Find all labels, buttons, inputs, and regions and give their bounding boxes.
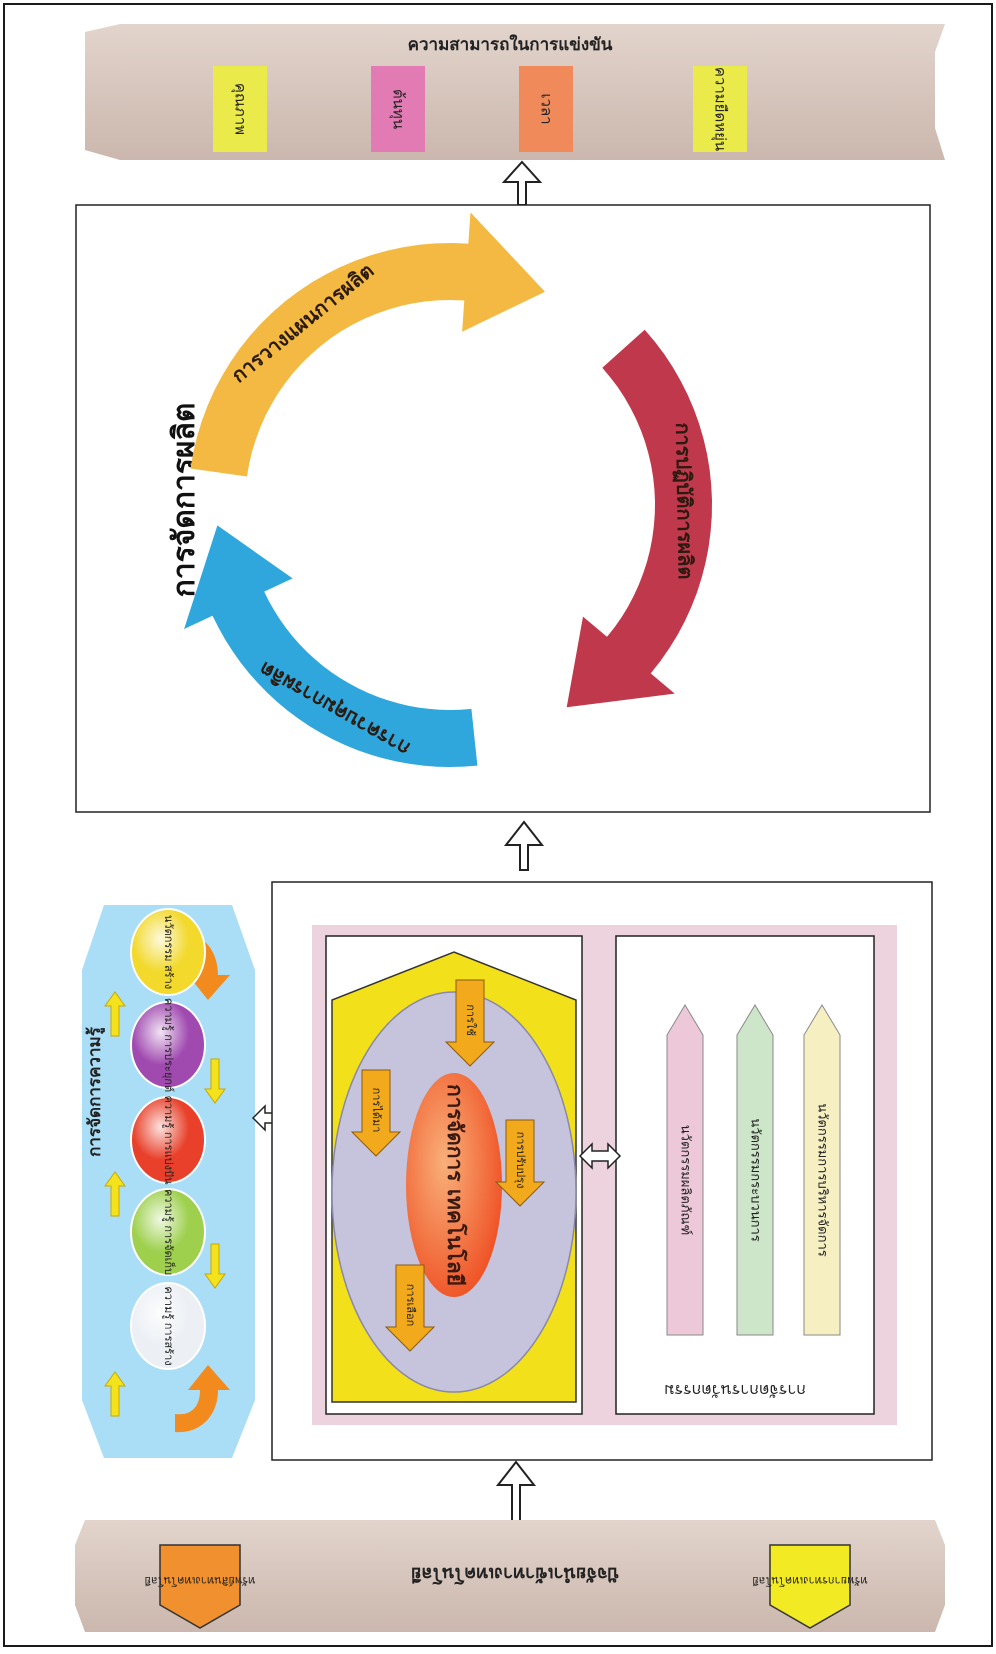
tech-step: การได้มา [350,1069,402,1157]
competitiveness-label: ต้นทุน [389,89,408,129]
arrow-to-production [503,820,545,871]
competitiveness-box [693,66,747,152]
tech-source-banner: ปัจจัยนำเข้าทางเทคโนโลยี ทรัพย์สินทางเทค… [75,1520,945,1632]
competitiveness-label: เวลา [538,93,556,124]
tech-step-arrow-icon [350,1069,402,1157]
competitiveness-box [519,66,573,152]
innovation-arrow [803,1004,841,1336]
tech-source-title: ปัจจัยนำเข้าทางเทคโนโลยี [411,1563,619,1585]
knowledge-step: ความรู้ การสร้าง [130,1282,206,1370]
knowledge-flow-arrow-icon [104,1171,126,1217]
knowledge-step-shine [131,1189,205,1275]
tech-step: การเลือก [384,1264,436,1352]
knowledge-step: ความรู้ การจัดเก็บ [130,1188,206,1276]
cycle-arrow-shape [190,212,545,477]
knowledge-step-label: ความรู้ การจัดเก็บ [162,1189,176,1275]
knowledge-flow-arrow-icon [104,991,126,1037]
cycle-arrow-shape [566,329,712,708]
tech-source-house-icon [159,1544,241,1629]
competitiveness-title: ความสามารถในการแข่งขัน [408,34,613,55]
competitiveness-item: ความยืดหยุ่น [693,66,747,152]
competitiveness-box [213,66,267,152]
double-arrow-innovation [578,1142,622,1170]
tech-step-label: การเลือก [404,1284,417,1327]
tech-step: การใช้ [444,979,496,1067]
knowledge-step-label: นวัตกรรม สร้าง [162,915,175,989]
innovation-item: นวัตกรรมการบริหารจัดการ [803,1004,841,1336]
knowledge-step: ความรู้ การแบ่งปัน [130,1095,206,1185]
knowledge-title: การจัดการความรู้ [85,1026,106,1157]
tech-core-label: การจัดการ เทคโนโลยี [443,1084,468,1286]
tech-source-label: ทรัพย์สินทางเทคโนโลยี [145,1574,256,1588]
competitiveness-label: คุณภาพ [231,83,250,135]
tech-step-label: การได้มา [370,1088,383,1133]
knowledge-flow-arrow-icon [104,1371,126,1417]
knowledge-step-shine [131,1097,205,1183]
tech-source-item: ทรัพย์สินทางเทคโนโลยี [145,1544,256,1629]
competitiveness-box [371,66,425,152]
knowledge-step-label: ความรู้ การแบ่งปัน [162,1095,175,1185]
tech-step-arrow-icon [494,1119,546,1207]
knowledge-step-shine [131,909,205,995]
innovation-label: นวัตกรรมผลิตภัณฑ์ [678,1125,694,1235]
tech-step: การปรับปรุง [494,1119,546,1207]
competitiveness-banner: ความสามารถในการแข่งขัน คุณภาพ ต้นทุน เวลา ค… [85,24,945,160]
knowledge-step-shine [131,1283,205,1369]
competitiveness-label: ความยืดหยุ่น [711,67,730,151]
knowledge-step-label: ความรู้ การประยุกต์ [162,998,175,1092]
knowledge-step: นวัตกรรม สร้าง [130,908,206,996]
innovation-arrow [736,1004,774,1336]
innovation-item: นวัตกรรมผลิตภัณฑ์ [666,1004,704,1336]
knowledge-flow-arrow-icon [204,1243,226,1289]
innovation-label: นวัตกรรมการบริหารจัดการ [815,1103,830,1257]
production-title: การจัดการผลิต [167,403,202,598]
tech-core [406,1073,502,1297]
innovation-arrow [666,1004,704,1336]
tech-source-house-icon [769,1544,851,1629]
tech-source-item: ทรัพยากรทางเทคโนโลยี [752,1544,868,1629]
competitiveness-item: ต้นทุน [371,66,425,152]
knowledge-step: ความรู้ การประยุกต์ [130,998,206,1092]
tech-step-arrow-icon [384,1264,436,1352]
production-cycle-arrow: การปฏิบัติการผลิต [566,329,712,708]
innovation-title: การจัดการนวัตกรรม [664,1381,806,1400]
knowledge-flow-arrow-icon [204,1058,226,1104]
competitiveness-item: คุณภาพ [213,66,267,152]
competitiveness-item: เวลา [519,66,573,152]
arrow-to-competitiveness [501,160,543,206]
tech-step-arrow-icon [444,979,496,1067]
knowledge-step-label: ความรู้ การสร้าง [162,1286,175,1365]
tech-step-label: การใช้ [464,1004,477,1036]
innovation-item: นวัตกรรมกระบวนการ [736,1004,774,1336]
innovation-label: นวัตกรรมกระบวนการ [748,1118,763,1241]
knowledge-step-shine [131,1002,205,1088]
cycle-arrow-shape [184,525,478,767]
cycle-label: การปฏิบัติการผลิต [671,422,698,579]
tech-step-label: การปรับปรุง [514,1132,527,1189]
tech-source-label: ทรัพยากรทางเทคโนโลยี [752,1574,867,1588]
cycle-curve-bottom-icon [175,1365,230,1433]
